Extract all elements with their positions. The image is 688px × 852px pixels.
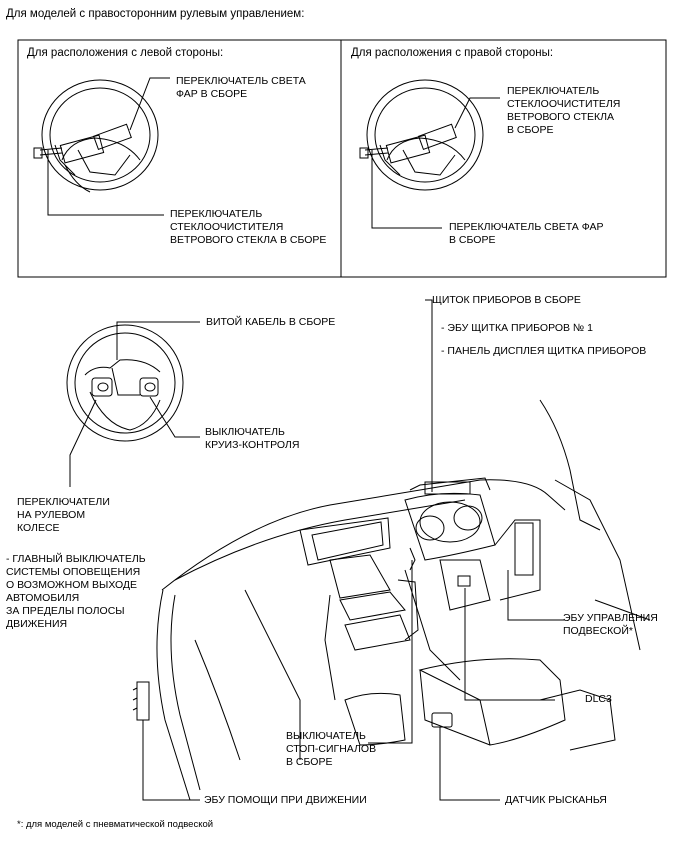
- leader-left-headlight: [129, 77, 170, 131]
- right-wiper-label: ПЕРЕКЛЮЧАТЕЛЬ СТЕКЛООЧИСТИТЕЛЯ ВЕТРОВОГО…: [507, 85, 621, 136]
- leader-spiral-cable: [116, 321, 200, 360]
- spiral-cable-label: ВИТОЙ КАБЕЛЬ В СБОРЕ: [206, 316, 336, 328]
- steering-wheel: [66, 324, 184, 442]
- meter-display-label: - ПАНЕЛЬ ДИСПЛЕЯ ЩИТКА ПРИБОРОВ: [441, 345, 647, 357]
- right-headlight-label: ПЕРЕКЛЮЧАТЕЛЬ СВЕТА ФАР В СБОРЕ: [449, 221, 604, 246]
- footnote: *: для моделей с пневматической подвеско…: [17, 819, 214, 830]
- leader-driving-support-ecu: [142, 720, 200, 801]
- right-steering-wheel: [359, 79, 484, 191]
- leader-yaw-sensor: [439, 727, 500, 801]
- steering-switches-label: ПЕРЕКЛЮЧАТЕЛИ НА РУЛЕВОМ КОЛЕСЕ: [17, 496, 110, 534]
- meter-ecu-label: - ЭБУ ЩИТКА ПРИБОРОВ № 1: [441, 322, 593, 334]
- leader-left-wiper: [47, 150, 164, 216]
- cruise-switch-label: ВЫКЛЮЧАТЕЛЬ КРУИЗ-КОНТРОЛЯ: [205, 426, 300, 451]
- driving-support-ecu-label: ЭБУ ПОМОЩИ ПРИ ДВИЖЕНИИ: [204, 794, 367, 806]
- combination-meter-label: ЩИТОК ПРИБОРОВ В СБОРЕ: [432, 294, 581, 306]
- left-panel-title: Для расположения с левой стороны:: [27, 47, 224, 59]
- stop-lamp-label: ВЫКЛЮЧАТЕЛЬ СТОП-СИГНАЛОВ В СБОРЕ: [286, 730, 377, 768]
- leader-dlc3: [464, 588, 555, 701]
- dlc3-label: DLC3: [585, 693, 612, 705]
- lane-departure-label: - ГЛАВНЫЙ ВЫКЛЮЧАТЕЛЬ СИСТЕМЫ ОПОВЕЩЕНИЯ…: [6, 553, 146, 630]
- left-steering-wheel: [33, 79, 159, 193]
- suspension-ecu-label: ЭБУ УПРАВЛЕНИЯ ПОДВЕСКОЙ*: [563, 612, 658, 637]
- leader-stop-lamp: [368, 560, 413, 744]
- leader-right-wiper: [454, 97, 500, 129]
- left-headlight-label: ПЕРЕКЛЮЧАТЕЛЬ СВЕТА ФАР В СБОРЕ: [176, 75, 306, 100]
- page-header: Для моделей с правосторонним рулевым упр…: [6, 8, 305, 20]
- right-panel-frame: [340, 39, 667, 278]
- leader-meter: [425, 299, 433, 492]
- left-wiper-label: ПЕРЕКЛЮЧАТЕЛЬ СТЕКЛООЧИСТИТЕЛЯ ВЕТРОВОГО…: [170, 208, 327, 246]
- right-panel-title: Для расположения с правой стороны:: [351, 47, 554, 59]
- leader-right-headlight: [371, 150, 442, 229]
- leader-suspension-ecu: [507, 570, 565, 621]
- leader-cruise: [149, 396, 200, 438]
- dashboard-illustration: [132, 399, 651, 801]
- yaw-sensor-label: ДАТЧИК РЫСКАНЬЯ: [505, 794, 607, 806]
- leader-steering-switches: [69, 399, 97, 487]
